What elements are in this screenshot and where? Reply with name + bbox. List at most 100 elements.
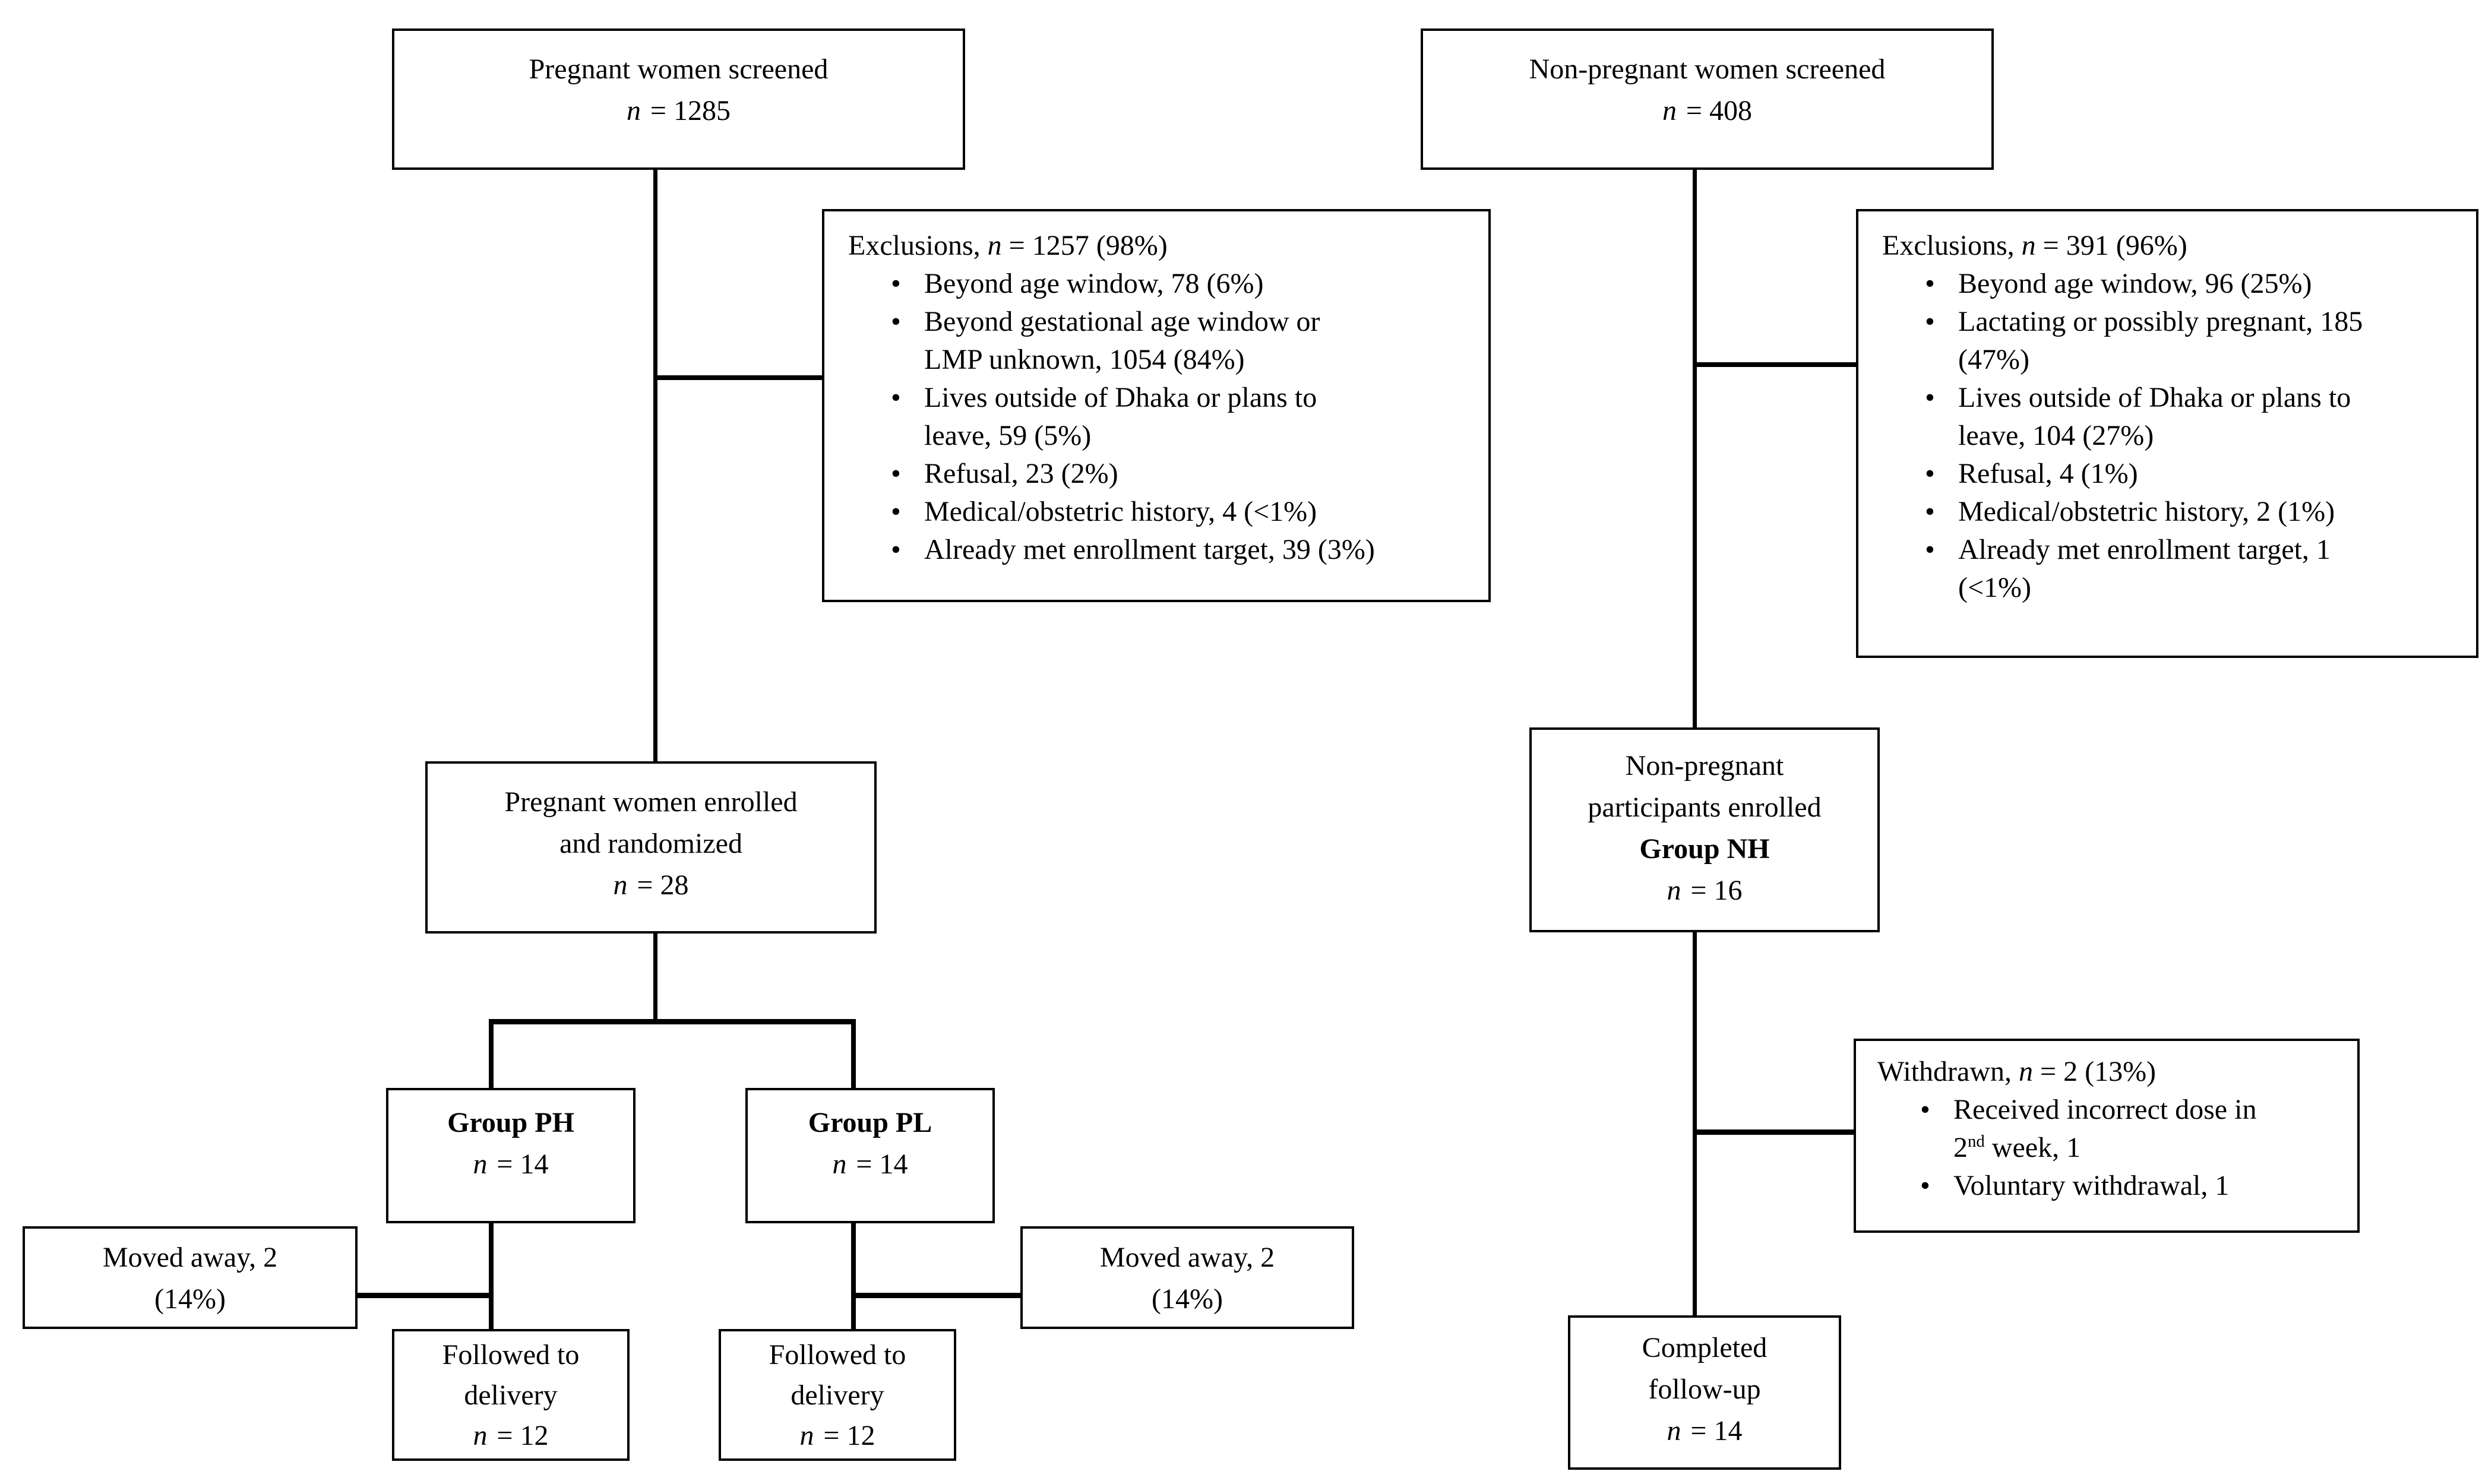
- n-count: n = 14: [1570, 1410, 1839, 1452]
- exclusion-text: leave, 59 (5%): [924, 420, 1092, 451]
- connector-to-moved-away-pl: [853, 1293, 1023, 1298]
- exclusion-text: Beyond gestational age window or: [924, 306, 1320, 337]
- exclusion-text: LMP unknown, 1054 (84%): [924, 344, 1245, 375]
- connector-to-nonpregnant-exclusions: [1697, 362, 1856, 367]
- connector-ph-to-followed: [489, 1221, 494, 1331]
- n-value: = 1285: [650, 95, 731, 126]
- connector-split-to-group-ph: [489, 1019, 494, 1090]
- group-nh-enrolled-box: Non-pregnant participants enrolled Group…: [1529, 727, 1880, 932]
- exclusion-text: Lives outside of Dhaka or plans to: [1958, 382, 2351, 413]
- header-prefix: Exclusions,: [848, 230, 988, 261]
- group-ph-box: Group PH n = 14: [386, 1088, 635, 1223]
- connector-to-withdrawn: [1697, 1129, 1854, 1135]
- exclusion-text: Medical/obstetric history, 2 (1%): [1958, 496, 2335, 527]
- withdrawn-header: Withdrawn, n = 2 (13%): [1877, 1053, 2343, 1091]
- n-value: = 14: [856, 1148, 908, 1180]
- n-count: n = 408: [1423, 90, 1991, 132]
- box-title: delivery: [791, 1379, 884, 1411]
- n-value: = 16: [1690, 875, 1743, 906]
- withdrawn-text: 2nd week, 1: [1953, 1129, 2256, 1167]
- n-value: = 14: [497, 1148, 549, 1180]
- header-rest: = 2 (13%): [2033, 1056, 2157, 1087]
- pregnant-enrolled-box: Pregnant women enrolled and randomized n…: [425, 761, 877, 934]
- exclusion-text: Medical/obstetric history, 4 (<1%): [924, 496, 1317, 527]
- exclusion-text: Refusal, 23 (2%): [924, 458, 1118, 489]
- exclusion-item: Beyond age window, 78 (6%): [891, 265, 1474, 303]
- exclusions-header: Exclusions, n = 391 (96%): [1882, 227, 2462, 265]
- exclusion-item: Already met enrollment target, 39 (3%): [891, 531, 1474, 569]
- bullet-icon: [891, 493, 924, 531]
- bullet-icon: [1925, 493, 1958, 531]
- box-title: follow-up: [1648, 1374, 1761, 1405]
- bullet-icon: [891, 531, 924, 569]
- n-italic: n: [832, 1148, 847, 1180]
- moved-away-ph-box: Moved away, 2 (14%): [23, 1226, 358, 1329]
- bullet-icon: [891, 379, 924, 455]
- box-title: Completed: [1642, 1332, 1768, 1363]
- n-italic: n: [987, 230, 1002, 261]
- exclusion-text: Already met enrollment target, 39 (3%): [924, 534, 1375, 565]
- n-count: n = 14: [748, 1144, 992, 1185]
- exclusion-item: Refusal, 23 (2%): [891, 455, 1474, 493]
- n-italic: n: [2021, 230, 2036, 261]
- n-value: = 14: [1690, 1415, 1743, 1447]
- exclusion-text: Refusal, 4 (1%): [1958, 458, 2138, 489]
- connector-nonpregnant-screened-to-enrolled: [1693, 169, 1697, 730]
- exclusion-item: Beyond age window, 96 (25%): [1925, 265, 2462, 303]
- completed-followup-box: Completed follow-up n = 14: [1568, 1315, 1841, 1470]
- connector-to-moved-away-ph: [355, 1293, 492, 1298]
- exclusion-item: Lives outside of Dhaka or plans to leave…: [1925, 379, 2462, 455]
- box-text: Moved away, 2: [102, 1242, 278, 1273]
- exclusion-item: Refusal, 4 (1%): [1925, 455, 2462, 493]
- n-value: = 28: [637, 869, 689, 901]
- bullet-icon: [1925, 265, 1958, 303]
- exclusion-text: Already met enrollment target, 1: [1958, 534, 2331, 565]
- box-text: (14%): [1152, 1283, 1223, 1315]
- exclusion-item: Medical/obstetric history, 2 (1%): [1925, 493, 2462, 531]
- followed-to-delivery-pl-box: Followed to delivery n = 12: [719, 1329, 956, 1461]
- dose-week-post: week, 1: [1984, 1132, 2081, 1163]
- header-rest: = 1257 (98%): [1001, 230, 1168, 261]
- group-label: Group PL: [808, 1107, 932, 1138]
- connector-nh-to-completed: [1693, 930, 1697, 1318]
- pregnant-exclusions-box: Exclusions, n = 1257 (98%) Beyond age wi…: [822, 209, 1491, 602]
- dose-week-pre: 2: [1953, 1132, 1968, 1163]
- box-text: (14%): [154, 1283, 226, 1315]
- exclusion-item: Already met enrollment target, 1 (<1%): [1925, 531, 2462, 607]
- exclusion-text: leave, 104 (27%): [1958, 420, 2154, 451]
- n-count: n = 28: [428, 865, 874, 906]
- n-italic: n: [1662, 95, 1677, 126]
- bullet-icon: [891, 455, 924, 493]
- n-italic: n: [613, 869, 628, 901]
- box-title: delivery: [464, 1379, 558, 1411]
- exclusion-item: Lives outside of Dhaka or plans to leave…: [891, 379, 1474, 455]
- bullet-icon: [1925, 303, 1958, 379]
- connector-split-to-group-pl: [851, 1019, 856, 1090]
- bullet-icon: [1925, 455, 1958, 493]
- n-value: = 12: [497, 1420, 549, 1451]
- box-title: Non-pregnant women screened: [1529, 53, 1886, 85]
- n-count: n = 14: [388, 1144, 633, 1185]
- withdrawn-item: Received incorrect dose in 2nd week, 1: [1920, 1091, 2343, 1167]
- exclusion-text: (47%): [1958, 344, 2029, 375]
- withdrawn-box: Withdrawn, n = 2 (13%) Received incorrec…: [1854, 1039, 2360, 1233]
- n-italic: n: [473, 1148, 488, 1180]
- withdrawn-text: Received incorrect dose in: [1953, 1094, 2257, 1125]
- connector-enrolled-to-split: [653, 932, 657, 1021]
- n-italic: n: [627, 95, 641, 126]
- n-value: = 12: [823, 1420, 875, 1451]
- moved-away-pl-box: Moved away, 2 (14%): [1020, 1226, 1354, 1329]
- exclusion-item: Medical/obstetric history, 4 (<1%): [891, 493, 1474, 531]
- header-rest: = 391 (96%): [2035, 230, 2187, 261]
- header-prefix: Exclusions,: [1882, 230, 2022, 261]
- bullet-icon: [1920, 1091, 1953, 1167]
- pregnant-screened-box: Pregnant women screened n = 1285: [392, 29, 965, 170]
- connector-to-pregnant-exclusions: [657, 375, 822, 380]
- nonpregnant-exclusions-box: Exclusions, n = 391 (96%) Beyond age win…: [1856, 209, 2478, 658]
- exclusion-item: Beyond gestational age window or LMP unk…: [891, 303, 1474, 379]
- n-italic: n: [1667, 875, 1681, 906]
- box-title: Followed to: [442, 1339, 580, 1371]
- n-count: n = 12: [394, 1416, 627, 1456]
- ordinal-superscript: nd: [1968, 1132, 1985, 1151]
- exclusion-item: Lactating or possibly pregnant, 185 (47%…: [1925, 303, 2462, 379]
